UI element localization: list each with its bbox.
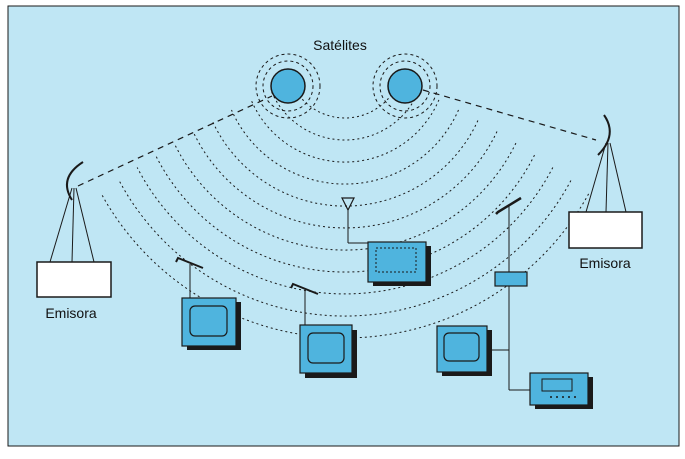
roof-antenna-right-icon bbox=[495, 196, 522, 215]
wave-arc bbox=[136, 167, 554, 295]
wave-arc bbox=[211, 120, 479, 207]
ground-station-right: Emisora bbox=[568, 114, 643, 271]
satellite-halo-rings bbox=[255, 53, 438, 119]
signal-splitter bbox=[494, 271, 528, 287]
wave-arc bbox=[231, 109, 459, 185]
tv-screen-middle bbox=[307, 332, 345, 364]
station-building-left bbox=[36, 261, 112, 298]
tv-antenna-middle-icon bbox=[290, 282, 319, 295]
ground-station-left: Emisora bbox=[36, 161, 112, 321]
dish-antenna-left-icon bbox=[65, 161, 84, 201]
wave-arc bbox=[192, 131, 498, 229]
tv-middle bbox=[290, 282, 357, 378]
uplink-links bbox=[77, 89, 597, 187]
station-building-right bbox=[568, 211, 643, 249]
distribution-cluster-right bbox=[436, 196, 593, 409]
satellite-right bbox=[387, 68, 423, 104]
tv-antenna-left-icon bbox=[175, 256, 204, 269]
station-right-label: Emisora bbox=[579, 255, 631, 271]
uplink-right bbox=[422, 89, 597, 141]
receiver-box-right bbox=[529, 372, 589, 406]
tv-left bbox=[175, 256, 241, 350]
wave-arc bbox=[270, 90, 420, 141]
tv-screen-left bbox=[189, 305, 228, 337]
satellite-left bbox=[270, 68, 306, 104]
dish-antenna-right-icon bbox=[597, 114, 611, 156]
wave-arc bbox=[155, 154, 535, 273]
dipole-antenna-icon bbox=[341, 197, 355, 212]
tv-screen-right bbox=[443, 332, 480, 362]
satellites-label: Satélites bbox=[313, 37, 367, 53]
wave-arc bbox=[173, 142, 517, 251]
uplink-left bbox=[77, 95, 273, 187]
wave-arc bbox=[118, 180, 572, 317]
receiver-center bbox=[341, 197, 431, 286]
station-left-label: Emisora bbox=[45, 305, 97, 321]
